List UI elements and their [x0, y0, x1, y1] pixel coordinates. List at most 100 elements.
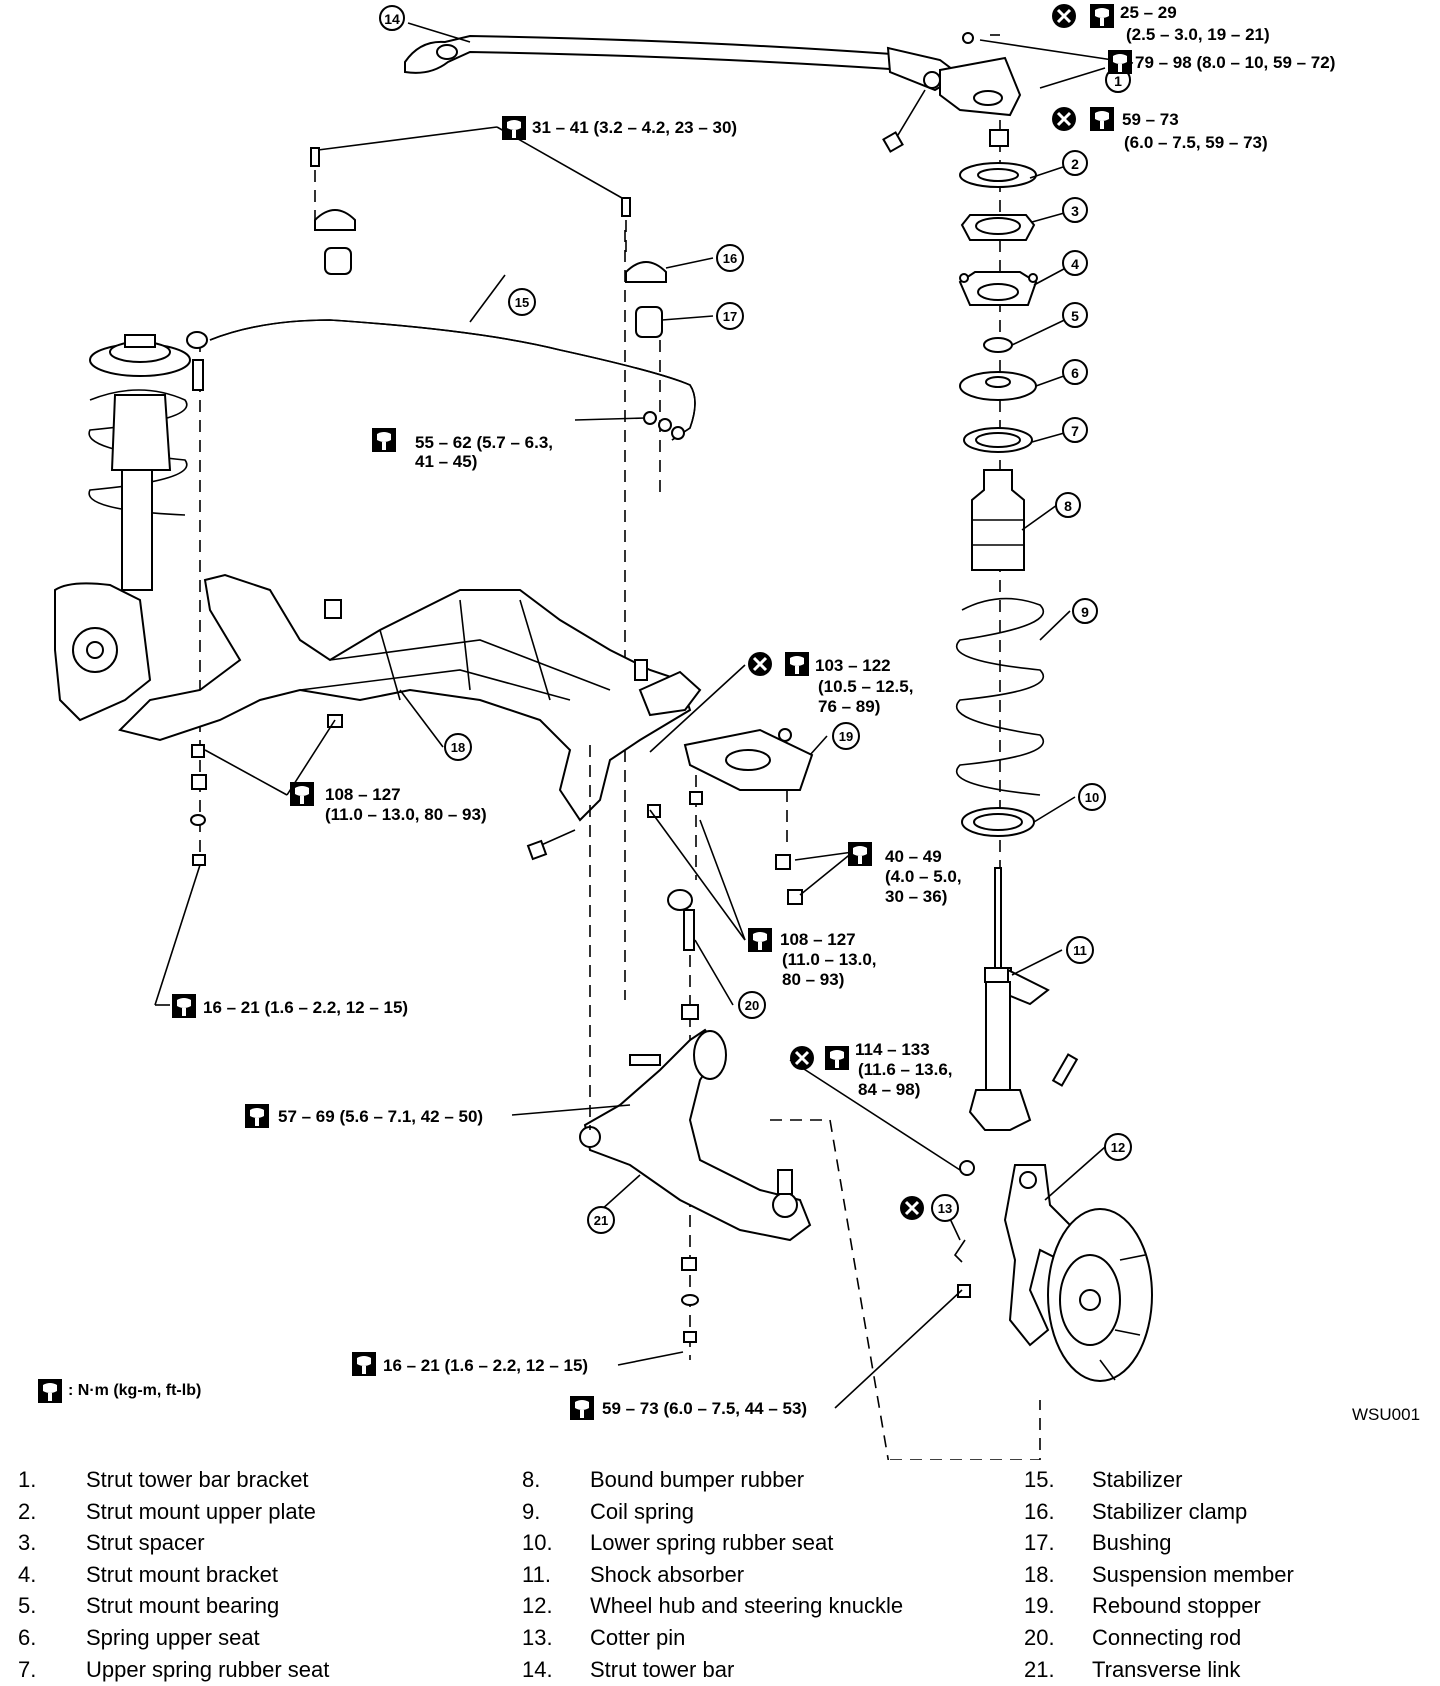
assembled-strut-left — [54, 334, 191, 722]
callout-16: 16 — [716, 244, 744, 272]
svg-text:59 – 73: 59 – 73 — [1122, 110, 1179, 129]
list-item: 12.Wheel hub and steering knuckle — [522, 1593, 904, 1619]
svg-text:108 – 127: 108 – 127 — [325, 785, 401, 804]
svg-text:4: 4 — [1071, 256, 1079, 272]
callout-13: 13 — [931, 1194, 959, 1222]
list-item: 6.Spring upper seat — [18, 1624, 260, 1650]
stabilizer-bar — [209, 319, 696, 441]
svg-text:6: 6 — [1071, 365, 1079, 381]
svg-text:5: 5 — [1071, 308, 1079, 324]
list-item: 21.Transverse link — [1024, 1656, 1241, 1682]
svg-text:108 – 127: 108 – 127 — [780, 930, 856, 949]
svg-text:14: 14 — [384, 11, 400, 27]
svg-text:57 – 69 (5.6 – 7.1, 42 – 50): 57 – 69 (5.6 – 7.1, 42 – 50) — [278, 1107, 483, 1126]
torque-left-link: 108 – 127 (11.0 – 13.0, 80 – 93) — [290, 782, 487, 824]
list-item: 19.Rebound stopper — [1024, 1593, 1261, 1619]
callouts: 14 1 2 3 4 5 6 7 8 9 10 11 12 13 15 16 1… — [379, 5, 1132, 1234]
list-item: 5.Strut mount bearing — [18, 1593, 280, 1619]
svg-text:103 – 122: 103 – 122 — [815, 656, 891, 675]
svg-text:9: 9 — [1081, 604, 1089, 620]
svg-text:19: 19 — [839, 729, 853, 744]
callout-7: 7 — [1062, 417, 1088, 443]
wrench-icon — [38, 1379, 62, 1403]
callout-19: 19 — [832, 722, 860, 750]
torque-rebound: 40 – 49 (4.0 – 5.0, 30 – 36) — [848, 842, 962, 906]
callout-17: 17 — [716, 302, 744, 330]
strut-assembly-stack — [955, 120, 1079, 1131]
svg-text:25 – 29: 25 – 29 — [1120, 3, 1177, 22]
callout-12: 12 — [1104, 1133, 1132, 1161]
list-item: 8.Bound bumper rubber — [522, 1467, 805, 1492]
svg-text:80 – 93): 80 – 93) — [782, 970, 844, 989]
callout-4: 4 — [1062, 250, 1088, 276]
callout-10: 10 — [1078, 783, 1106, 811]
svg-text:12: 12 — [1111, 1140, 1125, 1155]
connecting-rod — [667, 889, 699, 1360]
callout-14: 14 — [379, 5, 405, 31]
strut-tower-bar-bracket — [939, 32, 1022, 117]
list-item: 18.Suspension member — [1024, 1561, 1294, 1587]
svg-text:18: 18 — [451, 740, 465, 755]
svg-text:16: 16 — [723, 251, 737, 266]
transverse-link — [579, 1028, 812, 1242]
svg-text:(11.6 – 13.6,: (11.6 – 13.6, — [858, 1060, 953, 1079]
diagram-code: WSU001 — [1352, 1405, 1421, 1424]
list-item: 15.Stabilizer — [1024, 1467, 1183, 1492]
svg-text:13: 13 — [938, 1201, 952, 1216]
unit-legend: : N·m (kg-m, ft-lb) — [38, 1379, 201, 1403]
svg-text:21: 21 — [594, 1213, 608, 1228]
svg-text:(4.0 – 5.0,: (4.0 – 5.0, — [885, 867, 962, 886]
svg-text:31 – 41 (3.2 – 4.2, 23 – 30): 31 – 41 (3.2 – 4.2, 23 – 30) — [532, 118, 737, 137]
callout-6: 6 — [1062, 359, 1088, 385]
torque-member: 103 – 122 (10.5 – 12.5, 76 – 89) — [746, 650, 913, 716]
callout-9: 9 — [1072, 598, 1098, 624]
list-item: 10.Lower spring rubber seat — [522, 1530, 834, 1556]
cotter-pin-mark — [898, 1194, 926, 1222]
torque-rod-left: 16 – 21 (1.6 – 2.2, 12 – 15) — [172, 994, 408, 1018]
torque-labels: 25 – 29 (2.5 – 3.0, 19 – 21) 79 – 98 (8.… — [172, 2, 1335, 1420]
list-item: 11.Shock absorber — [522, 1561, 745, 1587]
svg-text:15: 15 — [515, 295, 529, 310]
parts-legend: 1.Strut tower bar bracket 2.Strut mount … — [0, 1464, 1440, 1686]
list-item: 16.Stabilizer clamp — [1024, 1498, 1248, 1524]
svg-text:20: 20 — [745, 998, 759, 1013]
unit-legend-text: : N·m (kg-m, ft-lb) — [68, 1382, 202, 1399]
legend-column-1: 1.Strut tower bar bracket 2.Strut mount … — [18, 1464, 329, 1685]
svg-text:2: 2 — [1071, 156, 1079, 172]
list-item: 4.Strut mount bracket — [18, 1561, 278, 1587]
svg-text:(6.0 – 7.5, 59 – 73): (6.0 – 7.5, 59 – 73) — [1124, 133, 1268, 152]
callout-5: 5 — [1062, 302, 1088, 328]
torque-link-bolt: 108 – 127 (11.0 – 13.0, 80 – 93) — [748, 928, 877, 989]
svg-text:1: 1 — [1114, 73, 1122, 89]
svg-text:17: 17 — [723, 309, 737, 324]
svg-text:8: 8 — [1064, 498, 1072, 514]
suspension-exploded-diagram: 14 1 2 3 4 5 6 7 8 9 10 11 12 13 15 16 1… — [54, 2, 1335, 1460]
svg-text:114 – 133: 114 – 133 — [855, 1040, 930, 1059]
torque-clamp: 31 – 41 (3.2 – 4.2, 23 – 30) — [502, 116, 737, 140]
svg-text:79 – 98 (8.0 – 10, 59 – 72): 79 – 98 (8.0 – 10, 59 – 72) — [1135, 53, 1335, 72]
callout-3: 3 — [1062, 197, 1088, 223]
svg-text:7: 7 — [1071, 423, 1079, 439]
legend-column-3: 15.Stabilizer 16.Stabilizer clamp 17.Bus… — [1024, 1464, 1294, 1685]
torque-top: 25 – 29 (2.5 – 3.0, 19 – 21) — [1050, 2, 1270, 44]
svg-text:76 – 89): 76 – 89) — [818, 697, 880, 716]
callout-11: 11 — [1066, 936, 1094, 964]
svg-text:40 – 49: 40 – 49 — [885, 847, 942, 866]
rebound-stopper — [683, 728, 814, 905]
torque-rod-bottom: 16 – 21 (1.6 – 2.2, 12 – 15) — [352, 1352, 588, 1376]
torque-knuckle: 114 – 133 (11.6 – 13.6, 84 – 98) — [788, 1040, 953, 1099]
list-item: 14.Strut tower bar — [522, 1656, 735, 1682]
callout-18: 18 — [444, 733, 472, 761]
torque-bracket: 79 – 98 (8.0 – 10, 59 – 72) — [1108, 50, 1335, 74]
svg-text:11: 11 — [1073, 943, 1087, 958]
callout-2: 2 — [1062, 150, 1088, 176]
legend-column-2: 8.Bound bumper rubber 9.Coil spring 10.L… — [522, 1464, 903, 1685]
callout-8: 8 — [1055, 492, 1081, 518]
list-item: 17.Bushing — [1024, 1530, 1172, 1556]
list-item: 20.Connecting rod — [1024, 1624, 1242, 1650]
strut-tower-bar — [404, 34, 962, 92]
svg-text:(11.0 – 13.0, 80 – 93): (11.0 – 13.0, 80 – 93) — [325, 805, 487, 824]
svg-text:16 – 21 (1.6 – 2.2, 12 – 15): 16 – 21 (1.6 – 2.2, 12 – 15) — [383, 1356, 588, 1375]
list-item: 2.Strut mount upper plate — [18, 1498, 316, 1524]
callout-21: 21 — [587, 1206, 615, 1234]
